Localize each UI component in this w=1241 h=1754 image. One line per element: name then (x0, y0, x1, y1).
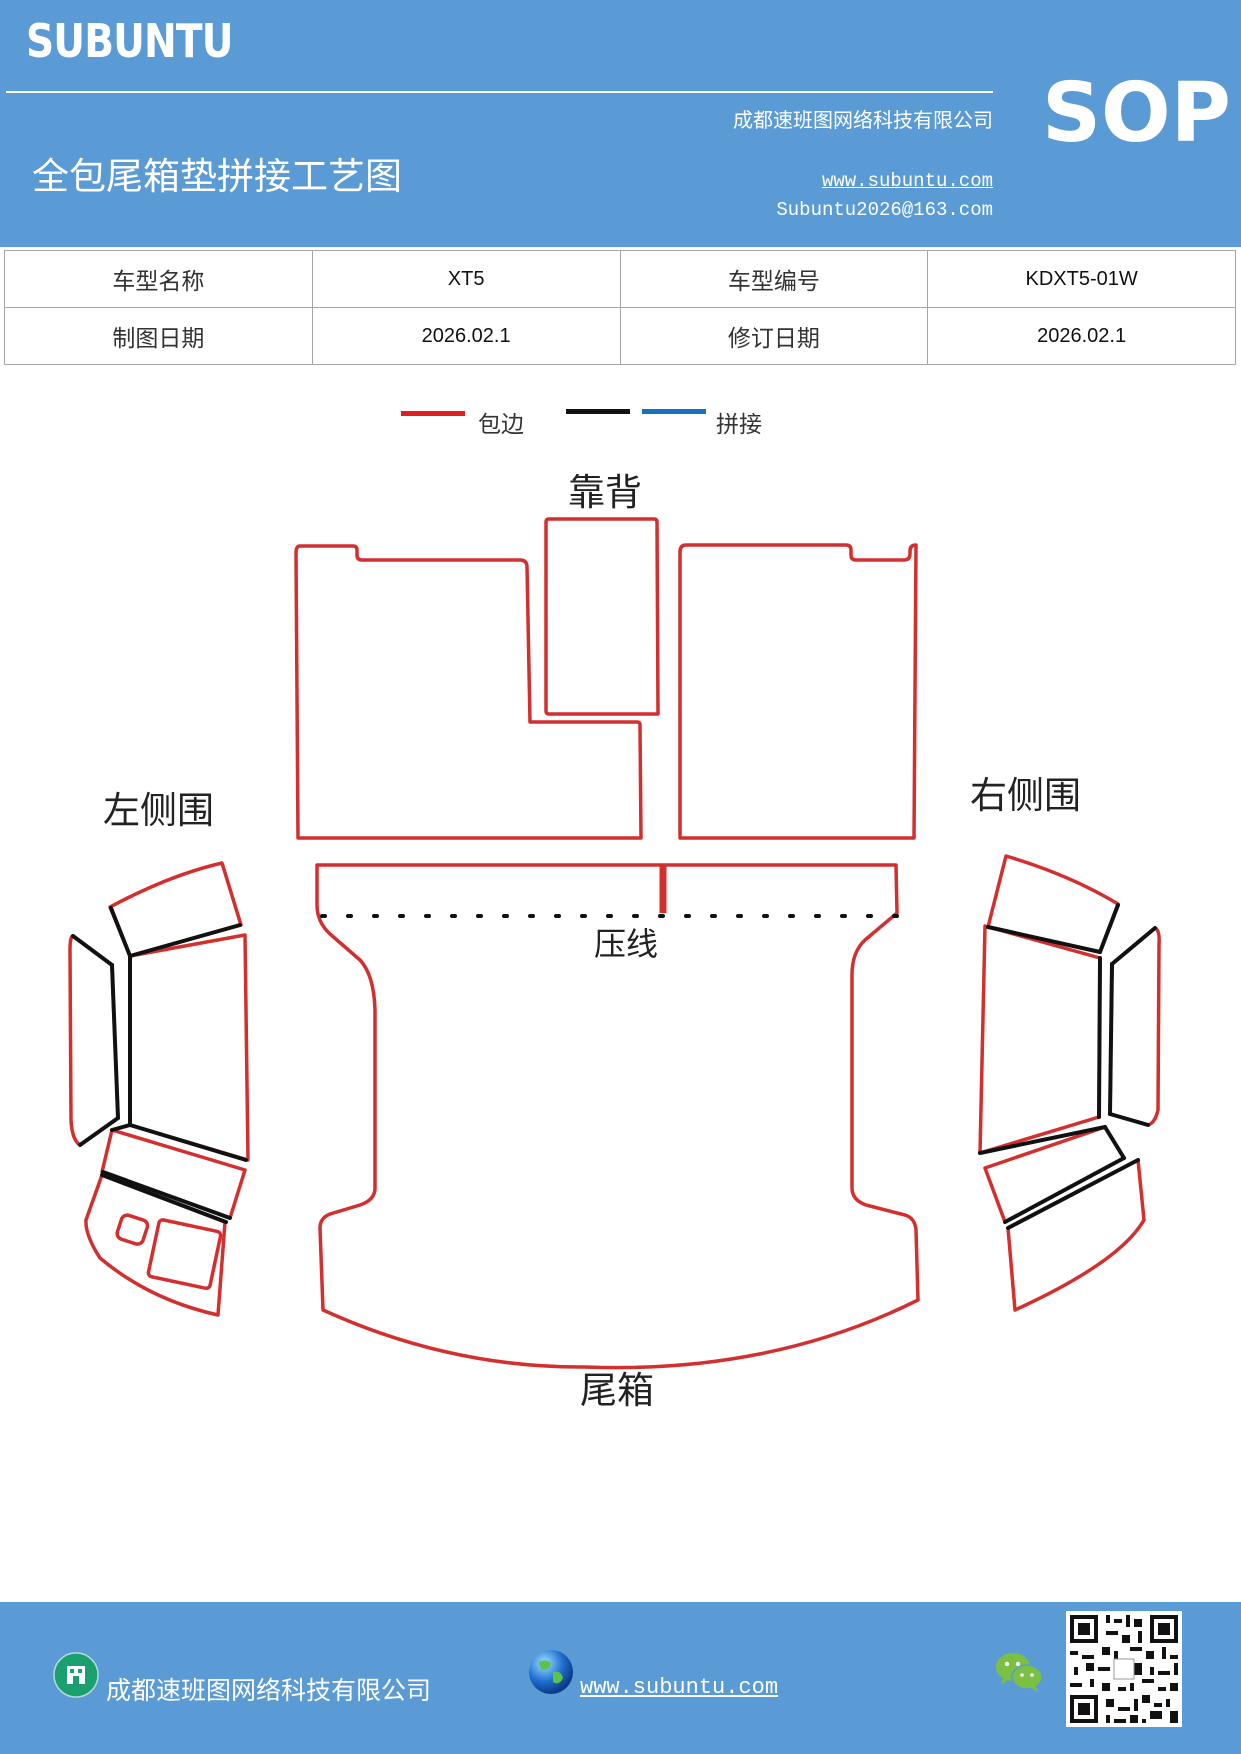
header-company: 成都速班图网络科技有限公司 (733, 108, 993, 132)
right-seam-7 (978, 1125, 1107, 1155)
right-side-panel-4 (983, 1125, 1126, 1224)
footer-company: 成都速班图网络科技有限公司 (106, 1676, 432, 1705)
right-seam-8 (1103, 1125, 1126, 1160)
left-side-panel-2 (128, 933, 250, 1162)
legend-edge-swatch (401, 411, 465, 416)
right-side-panel-1 (986, 854, 1120, 954)
qr-code-icon[interactable] (1066, 1611, 1182, 1727)
left-side-cutout-large (146, 1218, 223, 1291)
right-side-panel-2 (978, 924, 1102, 1155)
table-row: 车型名称 XT5 车型编号 KDXT5-01W (4, 250, 1236, 308)
left-seam-8 (128, 1123, 248, 1162)
revise-date-label: 修订日期 (619, 307, 929, 365)
left-seam-7 (110, 1123, 132, 1132)
right-side-panel-5 (1006, 1158, 1146, 1312)
left-side-panel-4 (100, 1128, 247, 1220)
left-seam-5 (110, 963, 120, 1120)
right-seam-9 (1003, 1156, 1126, 1224)
left-seam-9 (101, 1170, 232, 1220)
right-seam-4 (1110, 926, 1157, 966)
legend-edge-label: 包边 (478, 412, 524, 438)
globe-icon (529, 1650, 573, 1694)
legend-splice-label: 拼接 (716, 412, 762, 438)
building-icon (53, 1652, 99, 1698)
right-side-label: 右侧围 (970, 774, 1081, 817)
table-row: 制图日期 2026.02.1 修订日期 2026.02.1 (4, 307, 1236, 365)
wechat-icon[interactable] (995, 1651, 1043, 1693)
backrest-label: 靠背 (568, 471, 642, 514)
revise-date-value: 2026.02.1 (927, 307, 1236, 365)
legend-splice-swatch (642, 409, 706, 414)
right-seam-5 (1108, 962, 1114, 1116)
right-seam-1 (986, 925, 1102, 954)
legend-black-swatch (566, 409, 630, 414)
backrest-right-panel (678, 543, 918, 840)
draw-date-value: 2026.02.1 (311, 307, 621, 365)
draw-date-label: 制图日期 (4, 307, 313, 365)
model-code-label: 车型编号 (619, 250, 929, 308)
model-code-value: KDXT5-01W (927, 250, 1236, 308)
left-side-label: 左侧围 (103, 789, 214, 832)
left-side-panel-5 (84, 1173, 227, 1317)
left-side-panel-1 (108, 861, 243, 958)
header-banner (0, 0, 1241, 247)
right-seam-3 (1097, 956, 1102, 1119)
model-name-label: 车型名称 (4, 250, 313, 308)
trunk-label: 尾箱 (580, 1369, 654, 1412)
left-side-cutout-small (115, 1213, 150, 1246)
info-table: 车型名称 XT5 车型编号 KDXT5-01W 制图日期 2026.02.1 修… (4, 250, 1236, 365)
trunk-panel (315, 863, 920, 1370)
page-title: 全包尾箱垫拼接工艺图 (32, 155, 402, 198)
model-name-value: XT5 (311, 250, 621, 308)
brand-logo: SUBUNTU (26, 14, 234, 68)
backrest-center-panel (544, 517, 660, 716)
header-website-link[interactable]: www.subuntu.com (821, 170, 993, 192)
sop-badge: SOP (1042, 66, 1231, 161)
right-seam-10 (1006, 1158, 1140, 1230)
mat-splice-diagram: 靠背 左侧围 右侧围 压线 尾箱 (68, 471, 1161, 1412)
left-seam-4 (71, 934, 114, 967)
right-seam-2 (1098, 903, 1120, 954)
left-seam-6 (78, 1116, 120, 1147)
left-seam-1 (109, 906, 132, 958)
backrest-left-panel (294, 544, 643, 840)
left-seam-10 (100, 1173, 228, 1224)
header-email: Subuntu2026@163.com (776, 199, 993, 221)
header-divider (6, 91, 993, 93)
left-seam-2 (128, 923, 242, 958)
right-seam-6 (1108, 1112, 1150, 1127)
crease-label: 压线 (594, 925, 658, 963)
footer-website-link[interactable]: www.subuntu.com (580, 1675, 779, 1700)
